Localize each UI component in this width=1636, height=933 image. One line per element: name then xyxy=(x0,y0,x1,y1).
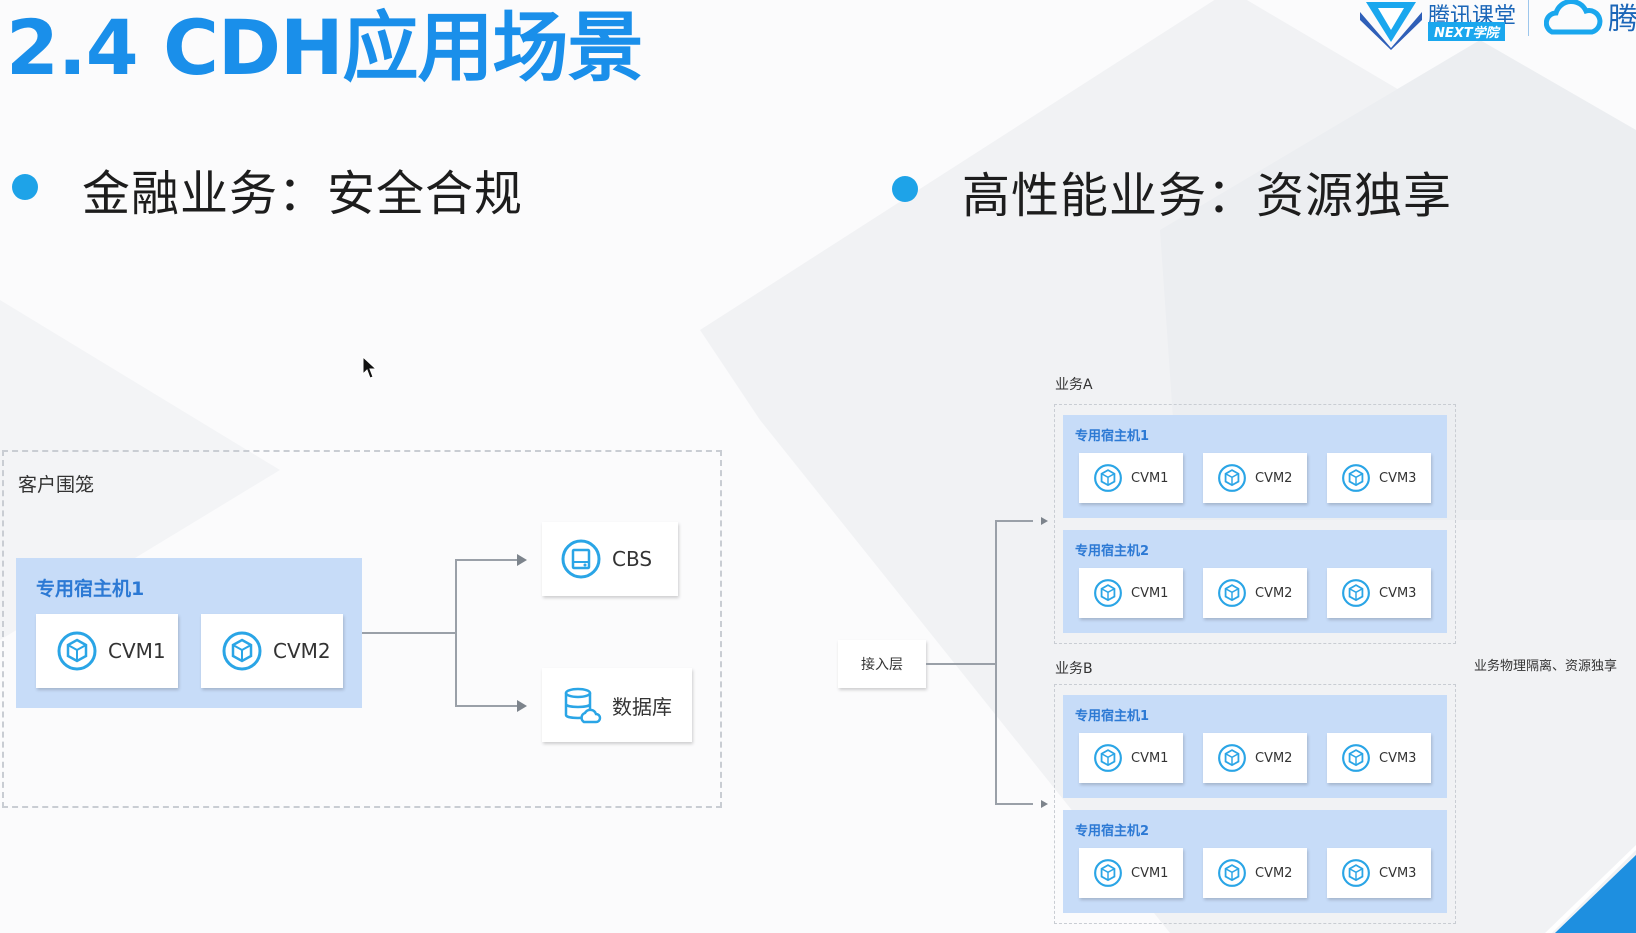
cvm-icon xyxy=(1218,464,1246,492)
dedicated-host: 专用宿主机1 CVM1 CVM2 CVM3 xyxy=(1063,695,1447,798)
vm-label: CVM3 xyxy=(1379,585,1417,601)
connector xyxy=(455,560,457,706)
cvm-icon xyxy=(1342,579,1370,607)
connector xyxy=(995,521,997,805)
cvm-icon xyxy=(1094,859,1122,887)
access-layer-box[interactable]: 接入层 xyxy=(838,640,926,688)
vm-card[interactable]: CVM3 xyxy=(1327,733,1431,783)
arrow-head xyxy=(1041,517,1048,525)
cvm-icon xyxy=(1342,464,1370,492)
vm-card[interactable]: CVM3 xyxy=(1327,848,1431,898)
bullet-dot xyxy=(12,174,38,200)
cvm-icon xyxy=(222,631,262,671)
cvm-icon xyxy=(57,631,97,671)
vm-card[interactable]: CVM1 xyxy=(1079,453,1183,503)
vm-label: CVM3 xyxy=(1379,865,1417,881)
vm-label: CVM1 xyxy=(1131,470,1169,486)
host-title: 专用宿主机1 xyxy=(1075,709,1150,724)
host-title: 专用宿主机2 xyxy=(1075,824,1150,839)
connector xyxy=(455,705,517,707)
dedicated-host: 专用宿主机2 CVM1 CVM2 CVM3 xyxy=(1063,810,1447,913)
vm-label: CVM1 xyxy=(1131,585,1169,601)
group-box xyxy=(1054,684,1456,924)
cvm-icon xyxy=(1094,579,1122,607)
cvm-icon xyxy=(1094,464,1122,492)
dedicated-host: 专用宿主机1 CVM1 CVM2 CVM3 xyxy=(1063,415,1447,518)
vm-card[interactable]: CVM1 xyxy=(1079,568,1183,618)
cvm-icon xyxy=(1218,744,1246,772)
cbs-card[interactable]: CBS xyxy=(542,522,678,596)
arrow-head xyxy=(517,700,527,712)
customer-enclosure xyxy=(2,450,722,808)
vm-label: CVM2 xyxy=(1255,865,1293,881)
access-layer-label: 接入层 xyxy=(861,657,903,673)
host-title: 专用宿主机1 xyxy=(36,578,145,600)
bullet-dot xyxy=(892,176,918,202)
cbs-label: CBS xyxy=(612,547,653,571)
vm-label: CVM2 xyxy=(1255,750,1293,766)
arrow-head xyxy=(1041,800,1048,808)
vm-label: CVM3 xyxy=(1379,470,1417,486)
slide-title: 2.4 CDH应用场景 xyxy=(6,3,644,92)
vm-card[interactable]: CVM3 xyxy=(1327,568,1431,618)
vm-card[interactable]: CVM3 xyxy=(1327,453,1431,503)
logo-tail: 腾 xyxy=(1608,2,1636,37)
logo-divider xyxy=(1528,0,1529,36)
vm-card[interactable]: CVM2 xyxy=(1203,568,1307,618)
host-title: 专用宿主机2 xyxy=(1075,544,1150,559)
logo-sub: NEXT学院 xyxy=(1428,22,1505,41)
group-box xyxy=(1054,404,1456,644)
connector xyxy=(455,559,517,561)
vm-card[interactable]: CVM1 xyxy=(36,614,178,688)
vm-card[interactable]: CVM1 xyxy=(1079,848,1183,898)
dedicated-host: 专用宿主机2 CVM1 CVM2 CVM3 xyxy=(1063,530,1447,633)
vm-card[interactable]: CVM2 xyxy=(201,614,343,688)
cvm-icon xyxy=(1218,579,1246,607)
vm-card[interactable]: CVM2 xyxy=(1203,848,1307,898)
vm-label: CVM2 xyxy=(1255,470,1293,486)
isolation-note: 业务物理隔离、资源独享 xyxy=(1474,659,1618,674)
cvm-icon xyxy=(1342,859,1370,887)
vm-label: CVM2 xyxy=(1255,585,1293,601)
database-card[interactable]: 数据库 xyxy=(542,668,692,742)
vm-label: CVM3 xyxy=(1379,750,1417,766)
vm-card[interactable]: CVM2 xyxy=(1203,453,1307,503)
dedicated-host: 专用宿主机1 CVM1 CVM2 xyxy=(16,558,362,708)
database-label: 数据库 xyxy=(612,694,672,719)
group-label: 业务A xyxy=(1055,377,1093,393)
arrow-head xyxy=(517,554,527,566)
vm-label: CVM1 xyxy=(108,639,166,663)
vm-label: CVM2 xyxy=(273,639,331,663)
bullet-performance: 高性能业务：资源独享 xyxy=(962,168,1453,224)
tencent-cloud-icon xyxy=(1544,0,1603,35)
connector xyxy=(926,663,996,665)
cvm-icon xyxy=(1094,744,1122,772)
database-icon xyxy=(564,687,602,724)
cbs-icon xyxy=(561,539,601,579)
mouse-cursor-icon xyxy=(362,356,378,379)
vm-card[interactable]: CVM2 xyxy=(1203,733,1307,783)
cvm-icon xyxy=(1342,744,1370,772)
connector xyxy=(362,632,456,634)
group-label: 业务B xyxy=(1055,661,1093,677)
enclosure-label: 客户围笼 xyxy=(18,474,95,496)
vm-card[interactable]: CVM1 xyxy=(1079,733,1183,783)
vm-label: CVM1 xyxy=(1131,865,1169,881)
connector xyxy=(995,520,1033,522)
host-title: 专用宿主机1 xyxy=(1075,429,1150,444)
bullet-finance: 金融业务：安全合规 xyxy=(82,166,524,222)
vm-label: CVM1 xyxy=(1131,750,1169,766)
connector xyxy=(995,803,1033,805)
tencent-classroom-logo-icon xyxy=(1360,2,1422,50)
cvm-icon xyxy=(1218,859,1246,887)
